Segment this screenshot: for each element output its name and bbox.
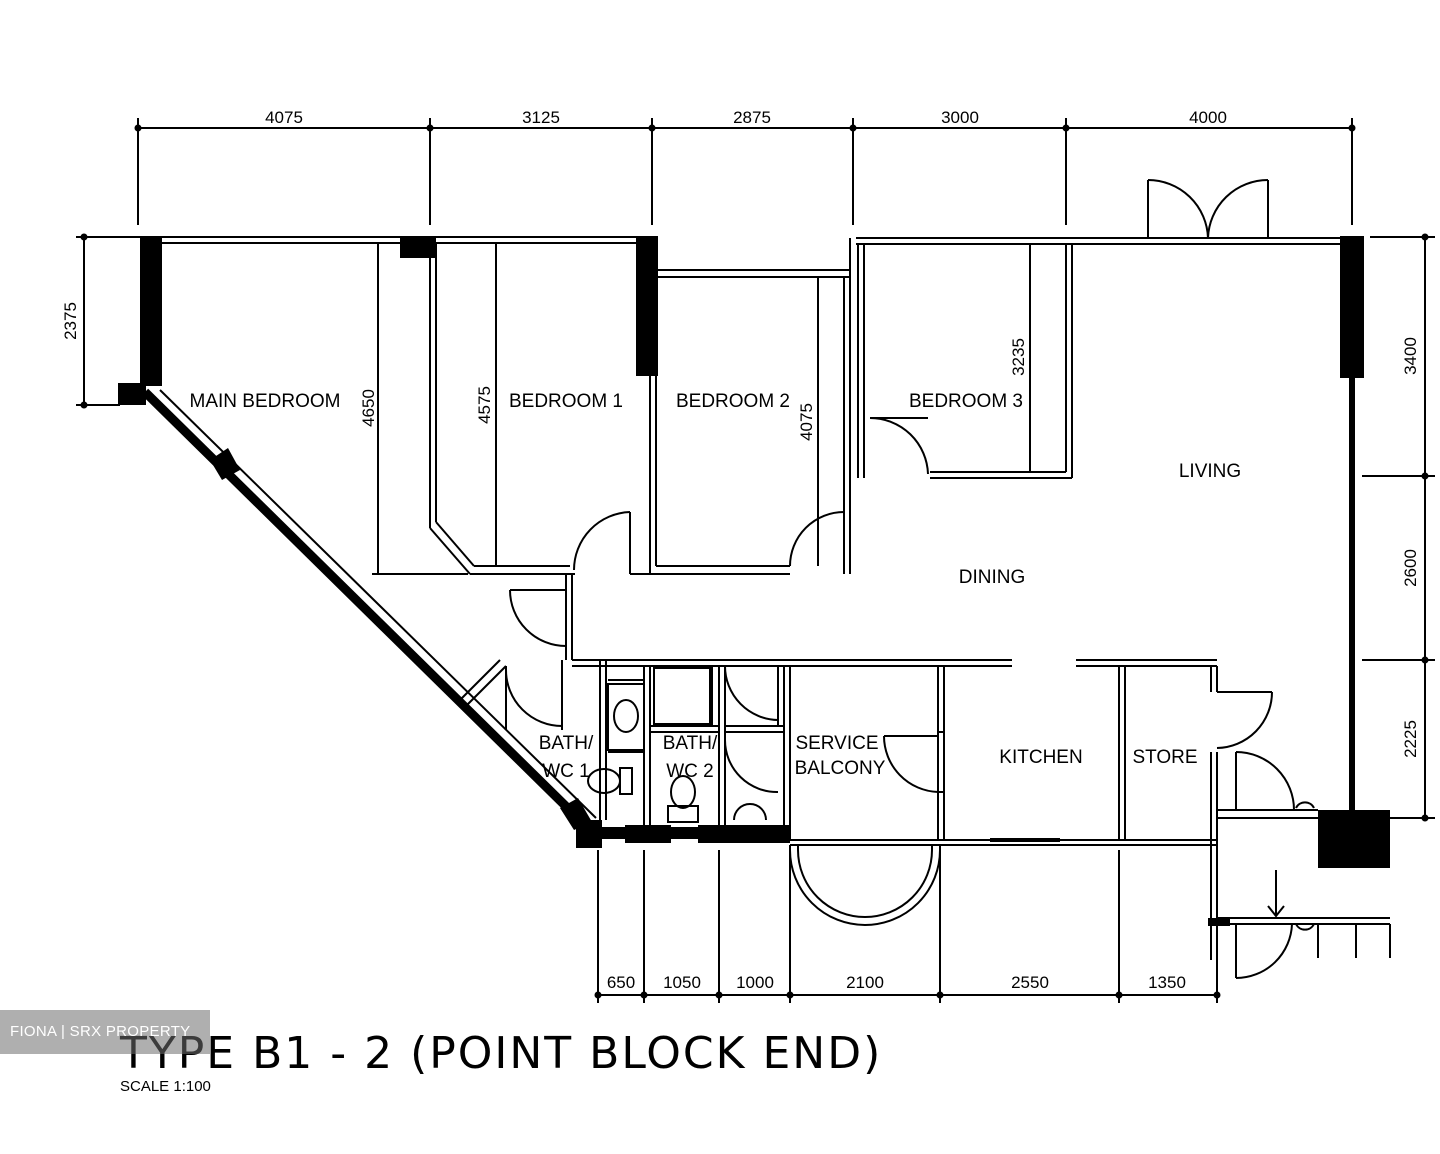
- dim-bottom-4: 2100: [846, 973, 884, 992]
- plan-scale: SCALE 1:100: [120, 1078, 211, 1095]
- inner-dimension-labels: 4650 4575 4075 3235: [359, 338, 1028, 441]
- room-bedroom-1: BEDROOM 1: [509, 391, 623, 412]
- room-main-bedroom: MAIN BEDROOM: [190, 391, 341, 412]
- dim-bedroom-3: 3235: [1009, 338, 1028, 376]
- room-kitchen: KITCHEN: [999, 747, 1082, 768]
- room-service-line1: SERVICE: [795, 733, 878, 754]
- plan-title: TYPE B1 - 2 (POINT BLOCK END): [119, 1028, 882, 1079]
- room-bath-2-line2: WC 2: [666, 761, 714, 782]
- dim-top-4: 3000: [941, 108, 979, 127]
- room-bath-1-line1: BATH/: [539, 733, 594, 754]
- dim-top-3: 2875: [733, 108, 771, 127]
- structural-columns: [118, 236, 1390, 868]
- left-dimension-line: [76, 233, 140, 409]
- room-bath-2-line1: BATH/: [663, 733, 718, 754]
- door-swings: [505, 179, 1315, 979]
- dim-bottom-1: 650: [607, 973, 635, 992]
- room-bedroom-3: BEDROOM 3: [909, 391, 1023, 412]
- room-dining: DINING: [959, 567, 1026, 588]
- top-dimension-line: [134, 118, 1356, 225]
- bathroom-fixtures: [587, 667, 767, 823]
- dim-top-1: 4075: [265, 108, 303, 127]
- room-labels: MAIN BEDROOM BEDROOM 1 BEDROOM 2 BEDROOM…: [190, 391, 1242, 782]
- dim-left: 2375: [61, 302, 80, 340]
- room-bath-1-line2: WC 1: [542, 761, 590, 782]
- room-bedroom-2: BEDROOM 2: [676, 391, 790, 412]
- dim-right-2: 2600: [1401, 549, 1420, 587]
- dim-bedroom-1: 4575: [475, 386, 494, 424]
- interior-walls: [372, 243, 1391, 960]
- dim-bottom-3: 1000: [736, 973, 774, 992]
- bottom-dimension-labels: 650 1050 1000 2100 2550 1350: [607, 973, 1186, 992]
- room-service-line2: BALCONY: [795, 758, 886, 779]
- dim-bedroom-2: 4075: [797, 403, 816, 441]
- room-living: LIVING: [1179, 461, 1241, 482]
- dim-bottom-5: 2550: [1011, 973, 1049, 992]
- dim-right-3: 2225: [1401, 720, 1420, 758]
- room-store: STORE: [1132, 747, 1197, 768]
- dim-bottom-2: 1050: [663, 973, 701, 992]
- dim-main-bedroom: 4650: [359, 389, 378, 427]
- dim-top-2: 3125: [522, 108, 560, 127]
- bottom-dimension-line: [594, 850, 1221, 1003]
- dim-right-1: 3400: [1401, 337, 1420, 375]
- top-dimension-labels: 4075 3125 2875 3000 4000: [265, 108, 1227, 127]
- watermark: FIONA | SRX PROPERTY: [0, 1010, 210, 1054]
- right-dimension-labels: 3400 2600 2225: [1401, 337, 1420, 758]
- dim-bottom-6: 1350: [1148, 973, 1186, 992]
- dim-top-5: 4000: [1189, 108, 1227, 127]
- right-dimension-line: [1362, 233, 1435, 822]
